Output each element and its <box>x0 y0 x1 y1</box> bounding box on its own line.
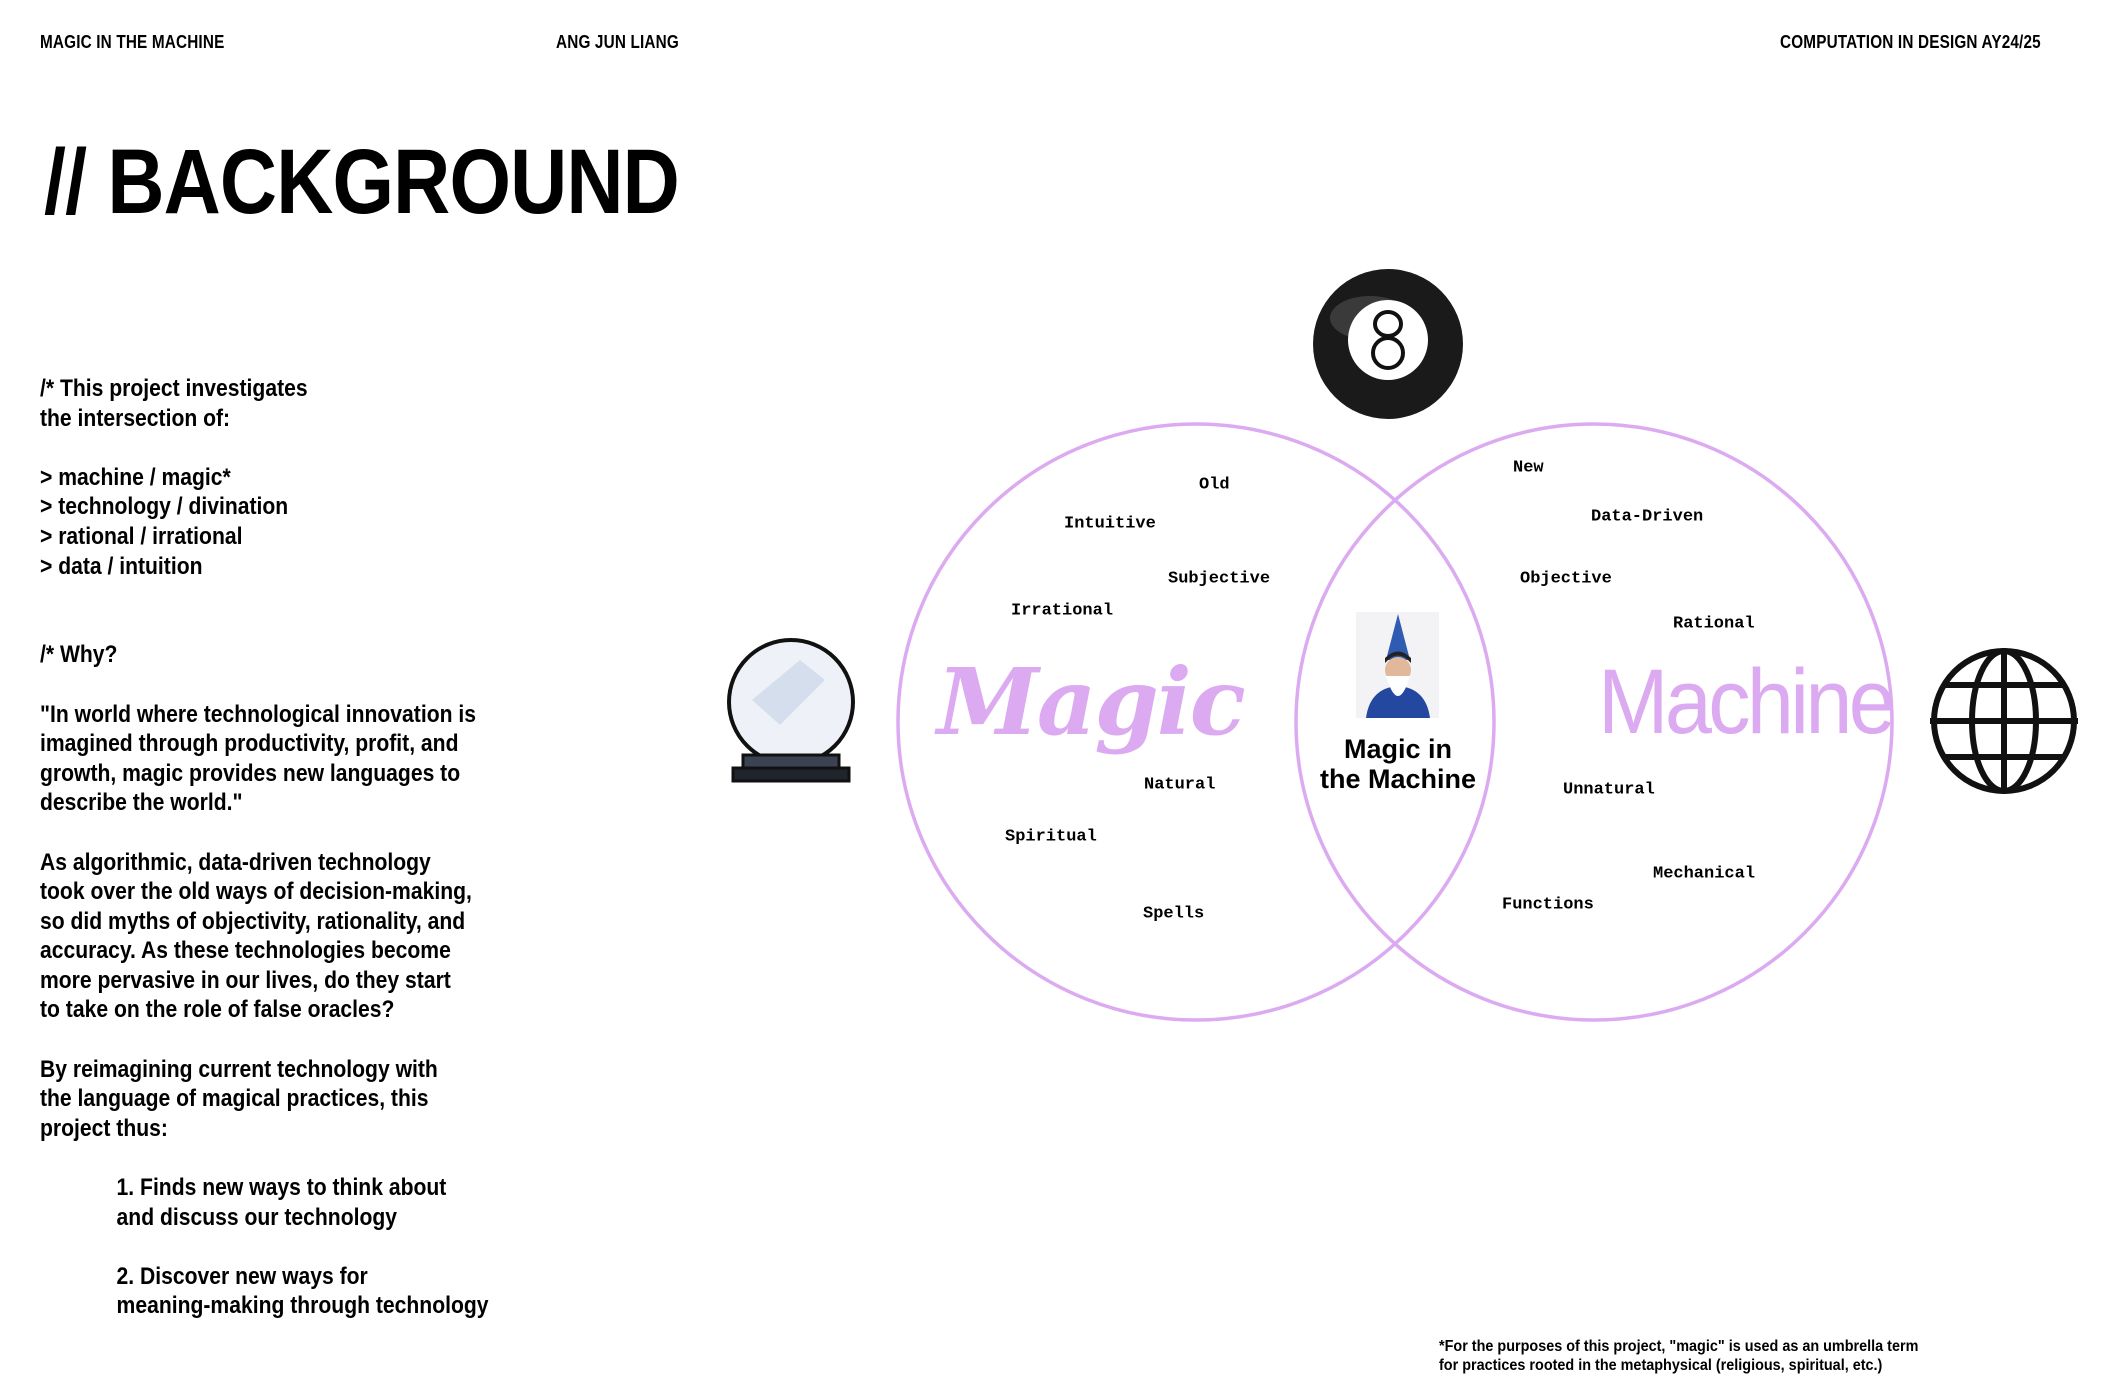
why-heading: /* Why? <box>40 641 118 669</box>
header-project-title: MAGIC IN THE MACHINE <box>40 32 225 52</box>
machine-title: Machine <box>1598 651 1896 753</box>
paragraph-line: As algorithmic, data-driven technology <box>40 848 431 876</box>
footnote-line: *For the purposes of this project, "magi… <box>1439 1338 1919 1355</box>
caption-line: Magic in <box>1343 734 1452 764</box>
machine-label: Functions <box>1502 895 1594 915</box>
machine-circle <box>1294 422 1894 1022</box>
machine-label: Unnatural <box>1563 780 1655 800</box>
machine-label: Objective <box>1520 569 1612 589</box>
crystal-ball-icon <box>727 638 855 783</box>
machine-label: Data-Driven <box>1591 507 1704 527</box>
text-line: the intersection of: <box>40 404 231 432</box>
goal-line: 2. Discover new ways for <box>116 1262 368 1290</box>
quote-line: imagined through productivity, profit, a… <box>40 730 459 758</box>
globe-icon <box>1930 648 2078 794</box>
machine-label: Rational <box>1673 614 1755 634</box>
goal-line: and discuss our technology <box>116 1203 398 1231</box>
eight-ball-icon <box>1313 269 1463 419</box>
magic-label: Natural <box>1144 775 1216 795</box>
footnote: *For the purposes of this project, "magi… <box>1439 1337 1918 1375</box>
magic-label: Subjective <box>1168 569 1271 589</box>
magic-label: Intuitive <box>1064 514 1156 534</box>
closing-line: project thus: <box>40 1114 168 1142</box>
machine-label: New <box>1513 458 1544 478</box>
goal-line: 1. Finds new ways to think about <box>116 1174 447 1202</box>
pair-item: > machine / magic* <box>40 463 231 491</box>
header-course: COMPUTATION IN DESIGN AY24/25 <box>1780 32 2041 52</box>
caption-line: the Machine <box>1319 764 1477 794</box>
header-author: ANG JUN LIANG <box>556 32 679 52</box>
paragraph-line: accuracy. As these technologies become <box>40 937 451 965</box>
pair-item: > rational / irrational <box>40 522 243 550</box>
closing-line: the language of magical practices, this <box>40 1085 429 1113</box>
paragraph-line: to take on the role of false oracles? <box>40 996 395 1024</box>
magic-label: Old <box>1199 475 1230 495</box>
machine-label: Mechanical <box>1653 864 1756 884</box>
wizard-photo <box>1356 612 1439 718</box>
text-line: /* This project investigates <box>40 375 308 402</box>
magic-label: Spiritual <box>1005 827 1097 847</box>
magic-title: Magic <box>937 648 1246 756</box>
paragraph-line: more pervasive in our lives, do they sta… <box>40 966 451 994</box>
footnote-line: for practices rooted in the metaphysical… <box>1439 1357 1883 1374</box>
intro-text: /* This project investigates the interse… <box>40 374 489 1321</box>
magic-label: Spells <box>1143 904 1205 924</box>
page-title: // BACKGROUND <box>44 131 680 233</box>
quote-line: growth, magic provides new languages to <box>40 759 461 787</box>
quote-line: describe the world." <box>40 789 243 817</box>
magic-circle <box>896 422 1496 1022</box>
magic-label: Irrational <box>1011 601 1114 621</box>
goal-line: meaning-making through technology <box>116 1292 489 1320</box>
pair-item: > technology / divination <box>40 493 289 521</box>
pair-item: > data / intuition <box>40 552 203 580</box>
closing-line: By reimagining current technology with <box>40 1055 438 1083</box>
paragraph-line: took over the old ways of decision-makin… <box>40 878 472 906</box>
center-caption: Magic in the Machine <box>1298 734 1498 794</box>
paragraph-line: so did myths of objectivity, rationality… <box>40 907 466 935</box>
quote-line: "In world where technological innovation… <box>40 700 476 728</box>
